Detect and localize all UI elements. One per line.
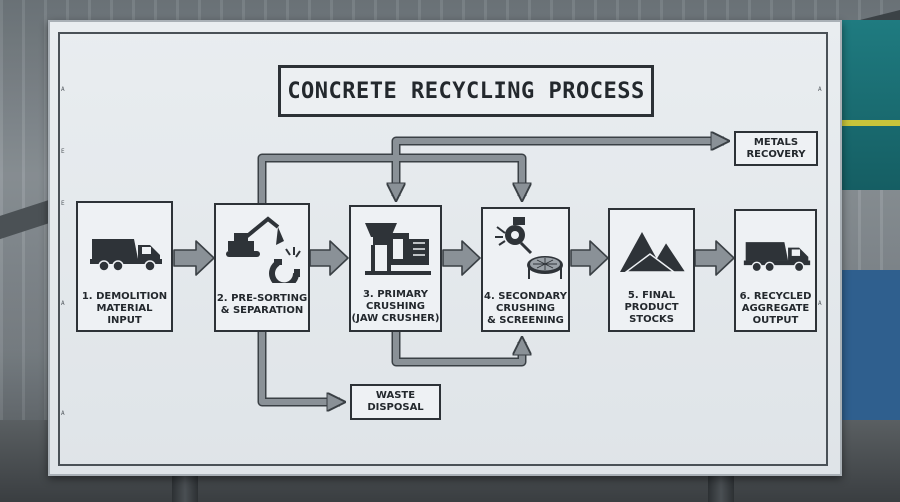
sign-board <box>48 20 842 476</box>
step-label: 2. PRE-SORTING & SEPARATION <box>216 293 308 316</box>
title-box: CONCRETE RECYCLING PROCESS <box>278 65 654 117</box>
excavator-magnet-icon <box>226 216 301 283</box>
step-primary-crushing: 3. PRIMARY CRUSHING (JAW CRUSHER) <box>349 205 442 332</box>
jaw-crusher-icon <box>365 223 431 275</box>
step-label: 4. SECONDARY CRUSHING & SCREENING <box>484 291 567 326</box>
frame-tick: A <box>818 300 822 307</box>
dump-truck-icon <box>90 239 162 272</box>
frame-tick: A <box>61 86 65 93</box>
background-blue-container <box>838 270 900 420</box>
flow-arrow-5-6 <box>694 240 735 276</box>
waste-disposal-line <box>259 332 340 402</box>
frame-tick: E <box>61 148 65 155</box>
frame-tick: A <box>818 86 822 93</box>
step-label: 1. DEMOLITION MATERIAL INPUT <box>81 291 168 326</box>
step-label: 6. RECYCLED AGGREGATE OUTPUT <box>739 291 812 326</box>
feed-line-to-secondary <box>259 155 522 203</box>
flow-arrow-2-3 <box>309 240 349 276</box>
step-pre-sorting: 2. PRE-SORTING & SEPARATION <box>214 203 310 332</box>
flow-arrow-3-4 <box>442 240 481 276</box>
step-secondary-crushing: 4. SECONDARY CRUSHING & SCREENING <box>481 207 570 332</box>
step-final-stocks: 5. FINAL PRODUCT STOCKS <box>608 208 695 332</box>
step-recycled-output: 6. RECYCLED AGGREGATE OUTPUT <box>734 209 817 332</box>
frame-tick: A <box>61 410 65 417</box>
recirculation-line <box>393 332 522 365</box>
flow-arrow-1-2 <box>173 240 215 276</box>
stockpile-icon <box>620 232 688 273</box>
step-demolition-input: 1. DEMOLITION MATERIAL INPUT <box>76 201 173 332</box>
frame-tick: E <box>61 200 65 207</box>
waste-disposal-box: WASTE DISPOSAL <box>350 384 441 420</box>
impact-crusher-screen-icon <box>495 217 563 279</box>
flow-arrow-4-5 <box>570 240 609 276</box>
dump-truck-icon <box>743 242 811 273</box>
metals-recovery-line <box>393 141 724 158</box>
step-label: 3. PRIMARY CRUSHING (JAW CRUSHER) <box>351 289 440 324</box>
sign-frame <box>58 32 828 466</box>
metals-recovery-box: METALS RECOVERY <box>734 131 818 166</box>
step-label: 5. FINAL PRODUCT STOCKS <box>624 290 679 325</box>
diagram-title: CONCRETE RECYCLING PROCESS <box>287 78 645 104</box>
frame-tick: A <box>61 300 65 307</box>
